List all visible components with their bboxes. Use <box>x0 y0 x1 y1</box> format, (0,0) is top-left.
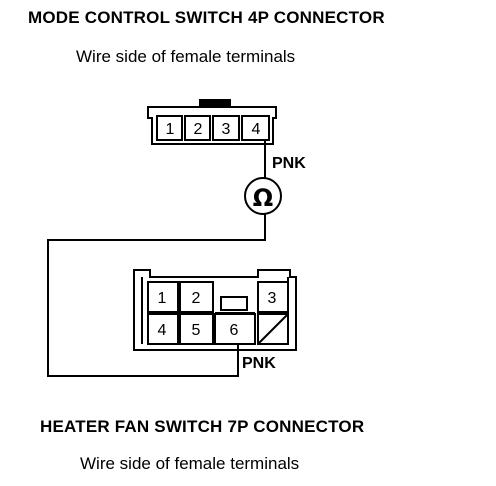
terminal-7p-1: 1 <box>158 290 167 307</box>
connector-4p-lock-tab <box>199 99 231 107</box>
terminal-7p-5: 5 <box>192 322 201 339</box>
connector-7p-cell-4 <box>147 313 179 345</box>
connector-4p-cell-2 <box>184 115 211 141</box>
connector-4p <box>147 99 277 145</box>
connector-7p-cell-blank <box>257 313 289 345</box>
connector-7p-cell-3 <box>257 281 289 313</box>
ohmmeter-icon <box>244 177 282 215</box>
ohm-symbol: Ω <box>253 184 273 212</box>
connector-7p-cell-5 <box>179 313 214 345</box>
connector-4p-cell-3 <box>212 115 240 141</box>
terminal-4p-1: 1 <box>166 121 175 138</box>
connector-7p <box>133 269 297 351</box>
heater-fan-switch-title: HEATER FAN SWITCH 7P CONNECTOR <box>40 417 365 436</box>
mode-control-switch-title: MODE CONTROL SWITCH 4P CONNECTOR <box>28 8 385 27</box>
mode-control-switch-subtitle: Wire side of female terminals <box>76 47 296 66</box>
connector-4p-housing <box>147 106 277 145</box>
terminal-4p-3: 3 <box>222 121 231 138</box>
terminal-7p-6: 6 <box>230 322 239 339</box>
connector-4p-cell-1 <box>156 115 183 141</box>
wire-loop <box>47 214 266 377</box>
terminal-4p-4: 4 <box>252 121 261 138</box>
connector-7p-lock <box>220 296 248 311</box>
terminal-7p-3: 3 <box>268 290 277 307</box>
terminal-4p-2: 2 <box>194 121 203 138</box>
wire-color-label-7p: PNK <box>242 355 276 372</box>
connector-7p-cell-1 <box>147 281 179 313</box>
wire-color-label-4p: PNK <box>272 155 306 172</box>
connector-7p-blank-slash <box>257 313 289 345</box>
terminal-7p-4: 4 <box>158 322 167 339</box>
heater-fan-switch-subtitle: Wire side of female terminals <box>80 454 300 473</box>
connector-7p-housing <box>133 269 297 351</box>
connector-7p-cell-2 <box>179 281 214 313</box>
terminal-7p-2: 2 <box>192 290 201 307</box>
connector-4p-cell-4 <box>241 115 270 141</box>
